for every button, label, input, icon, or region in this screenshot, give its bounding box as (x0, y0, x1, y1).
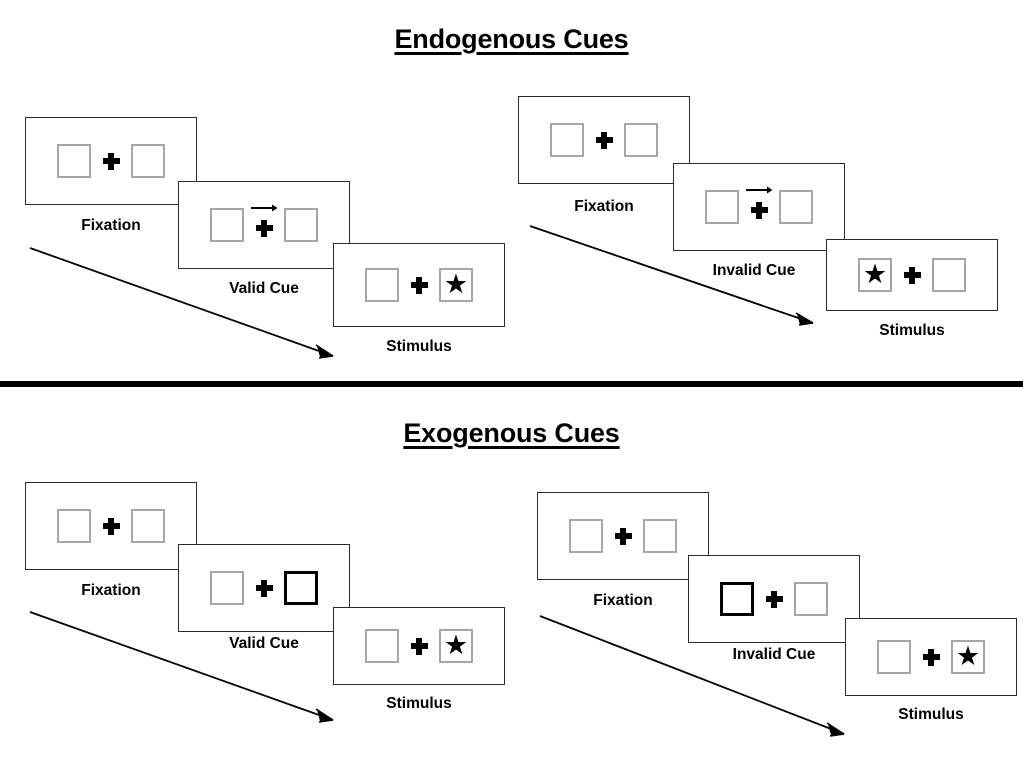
section-exogenous: Exogenous Cues Fixation Valid Cue (0, 392, 1023, 767)
time-flow-arrow-exogenous-valid (28, 610, 348, 730)
plus-icon (255, 219, 273, 237)
fixation-cross-container (399, 626, 439, 666)
frame-label-exogenous-valid-fixation: Fixation (81, 582, 141, 599)
frame-label-exogenous-valid-stimulus: Stimulus (386, 695, 452, 712)
frame-label-endogenous-valid-cue: Valid Cue (229, 280, 299, 297)
frame-label-endogenous-invalid-cue: Invalid Cue (712, 262, 796, 279)
slot-right (932, 258, 966, 292)
fixation-cross-container (244, 568, 284, 608)
fixation-cross-container (91, 141, 131, 181)
frame-content (26, 483, 196, 569)
frame-label-endogenous-invalid-fixation: Fixation (574, 198, 634, 215)
frame-content (689, 556, 859, 642)
trial-frame-exogenous-valid-stimulus: ★ (333, 607, 505, 685)
slot-left (210, 208, 244, 242)
frame-label-endogenous-valid-stimulus: Stimulus (386, 338, 452, 355)
slot-right (779, 190, 813, 224)
slot-left (210, 571, 244, 605)
star-icon: ★ (443, 630, 469, 660)
plus-icon (922, 648, 940, 666)
plus-icon (750, 201, 768, 219)
star-icon: ★ (862, 259, 888, 289)
slot-right-target: ★ (951, 640, 985, 674)
frame-content (519, 97, 689, 183)
frame-label-exogenous-valid-cue: Valid Cue (229, 635, 299, 652)
plus-icon (903, 266, 921, 284)
frame-content (179, 182, 349, 268)
slot-left (550, 123, 584, 157)
plus-icon (765, 590, 783, 608)
trial-frame-exogenous-valid-fixation (25, 482, 197, 570)
frame-content: ★ (827, 240, 997, 310)
time-flow-arrow-endogenous-invalid (528, 224, 828, 334)
frame-label-endogenous-invalid-stimulus: Stimulus (879, 322, 945, 339)
exogenous-section-title: Exogenous Cues (403, 418, 620, 448)
frame-content (26, 118, 196, 204)
plus-icon (410, 637, 428, 655)
frame-content: ★ (334, 608, 504, 684)
frame-label-exogenous-invalid-cue: Invalid Cue (732, 646, 816, 663)
fixation-cross-container (244, 203, 284, 245)
fixation-cross-container (399, 265, 439, 305)
trial-frame-endogenous-invalid-cue (673, 163, 845, 251)
plus-icon (102, 517, 120, 535)
fixation-cross-container (739, 185, 779, 227)
fixation-cross-container (91, 506, 131, 546)
fixation-cross-container (584, 120, 624, 160)
slot-left (877, 640, 911, 674)
trial-frame-exogenous-valid-cue (178, 544, 350, 632)
star-icon: ★ (955, 641, 981, 671)
slot-left-cued (720, 582, 754, 616)
slot-right (643, 519, 677, 553)
time-flow-arrow-exogenous-invalid (538, 614, 858, 744)
star-icon: ★ (443, 269, 469, 299)
slot-left (57, 144, 91, 178)
slot-right (794, 582, 828, 616)
frame-content (179, 545, 349, 631)
fixation-cross-container (911, 637, 951, 677)
slot-right (131, 509, 165, 543)
frame-label-endogenous-valid-fixation: Fixation (81, 217, 141, 234)
trial-frame-endogenous-invalid-stimulus: ★ (826, 239, 998, 311)
slot-left (365, 268, 399, 302)
plus-icon (410, 276, 428, 294)
arrow-right-icon (250, 203, 278, 213)
trial-frame-endogenous-valid-fixation (25, 117, 197, 205)
slot-left (569, 519, 603, 553)
slot-right (131, 144, 165, 178)
plus-icon (255, 579, 273, 597)
slot-right-target: ★ (439, 268, 473, 302)
slot-left (705, 190, 739, 224)
endogenous-section-title: Endogenous Cues (394, 24, 629, 54)
plus-icon (614, 527, 632, 545)
slot-right (624, 123, 658, 157)
trial-frame-exogenous-invalid-stimulus: ★ (845, 618, 1017, 696)
arrow-right-icon (745, 185, 773, 195)
fixation-cross-container (892, 255, 932, 295)
time-flow-arrow-endogenous-valid (28, 246, 348, 366)
frame-content (674, 164, 844, 250)
slot-right-cued (284, 571, 318, 605)
trial-frame-endogenous-valid-stimulus: ★ (333, 243, 505, 327)
fixation-cross-container (754, 579, 794, 619)
slot-right-target: ★ (439, 629, 473, 663)
frame-content (538, 493, 708, 579)
slot-left (365, 629, 399, 663)
frame-label-exogenous-invalid-stimulus: Stimulus (898, 706, 964, 723)
trial-frame-endogenous-invalid-fixation (518, 96, 690, 184)
frame-content: ★ (334, 244, 504, 326)
slot-left (57, 509, 91, 543)
trial-frame-endogenous-valid-cue (178, 181, 350, 269)
frame-label-exogenous-invalid-fixation: Fixation (593, 592, 653, 609)
frame-content: ★ (846, 619, 1016, 695)
trial-frame-exogenous-invalid-fixation (537, 492, 709, 580)
section-endogenous: Endogenous Cues Fixation (25, 24, 998, 366)
trial-frame-exogenous-invalid-cue (688, 555, 860, 643)
slot-left-target: ★ (858, 258, 892, 292)
fixation-cross-container (603, 516, 643, 556)
plus-icon (595, 131, 613, 149)
slot-right (284, 208, 318, 242)
plus-icon (102, 152, 120, 170)
section-divider (0, 381, 1023, 387)
